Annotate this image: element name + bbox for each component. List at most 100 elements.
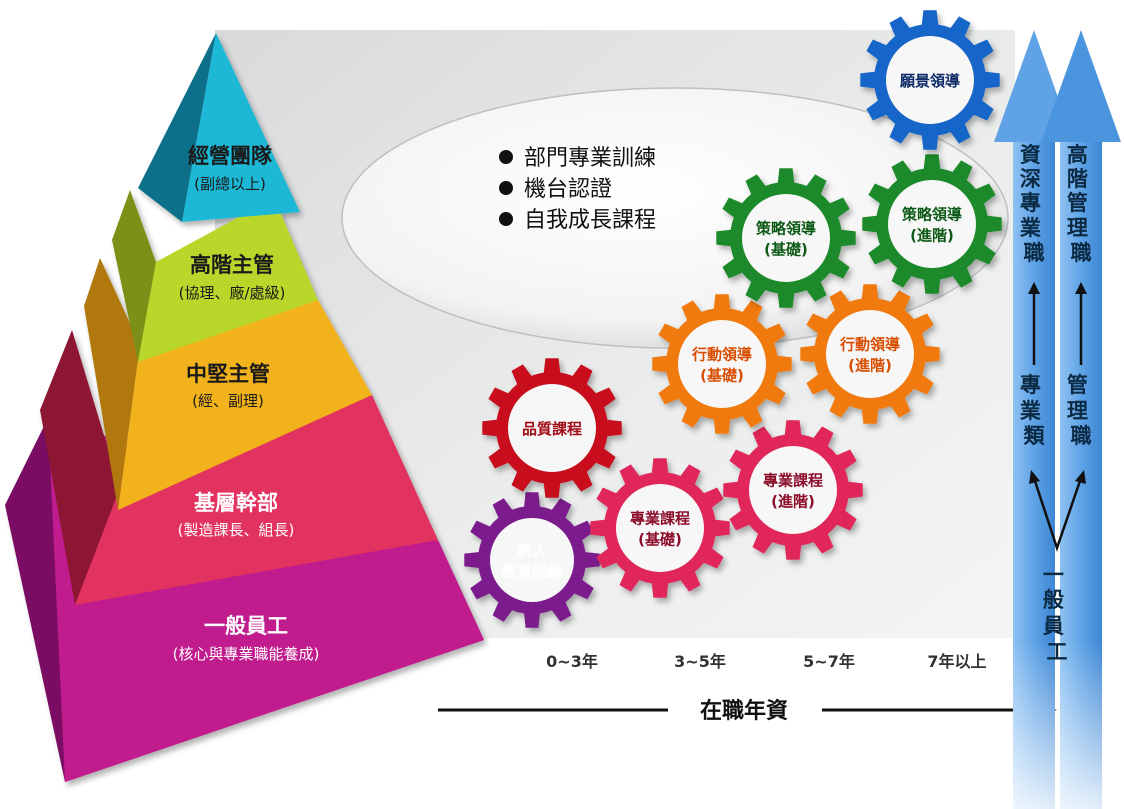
pyramid-level-3-back <box>84 258 140 510</box>
career-char: 職 <box>1024 241 1045 265</box>
career-char: 管 <box>1067 373 1088 397</box>
gear-label: 策略領導 <box>755 220 816 238</box>
pyramid-level-1-back <box>138 33 216 222</box>
gear-5: 行動領導 (基礎) <box>652 294 792 434</box>
gear-label: 願景領導 <box>900 72 960 90</box>
pyramid-label-3: 中堅主管 (經、副理) <box>186 362 270 410</box>
gear-center <box>826 310 914 398</box>
pyramid-level-5-front <box>65 540 484 782</box>
pyramid-level-3-front <box>118 300 372 510</box>
pyramid-title: 中堅主管 <box>186 362 270 386</box>
pyramid-title: 高階主管 <box>190 253 274 277</box>
pyramid-label-1: 經營團隊 (副總以上) <box>188 144 273 193</box>
axis-tick: 0~3年 <box>546 652 598 671</box>
arrowhead-branch-left <box>1029 470 1040 484</box>
bullet-item: 部門專業訓練 <box>524 146 656 171</box>
axis-tick: 3~5年 <box>674 652 726 671</box>
career-char: 管 <box>1067 191 1088 215</box>
pyramid-label-4: 基層幹部 (製造課長、組長) <box>178 491 295 539</box>
career-left-mid: 專 業 類 <box>1020 373 1048 448</box>
career-char: 職 <box>1071 424 1092 448</box>
gear-label: (進階) <box>848 357 892 375</box>
career-char: 高 <box>1067 143 1088 167</box>
pyramid-level-4-front <box>75 395 438 605</box>
gear-label: 策略領導 <box>901 206 962 224</box>
career-path: 資 深 專 業 職 專 業 類 高 階 管 理 職 管 理 職 <box>994 30 1121 809</box>
career-char: 資 <box>1020 143 1041 167</box>
pyramid-label-5: 一般員工 (核心與專業職能養成) <box>173 614 320 663</box>
gear-7: 策略領導 (基礎) <box>716 168 856 308</box>
pyramid <box>5 33 484 782</box>
pyramid-level-4-back <box>40 330 120 605</box>
career-char: 專 <box>1020 373 1041 397</box>
pyramid-level-2-back <box>112 190 156 362</box>
pyramid-level-2-front <box>138 198 318 362</box>
gear-label: 教育訓練 <box>501 563 562 581</box>
gear-center <box>749 446 837 534</box>
gear-center <box>490 518 574 602</box>
gear-label: (進階) <box>910 227 954 245</box>
career-char: 業 <box>1020 216 1042 240</box>
gear-center <box>616 484 704 572</box>
career-char: 員 <box>1042 614 1064 638</box>
bullet-item: 自我成長課程 <box>524 208 656 233</box>
arrowhead-branch-right <box>1075 470 1086 484</box>
axis-title: 在職年資 <box>700 698 788 724</box>
career-char: 類 <box>1023 424 1046 448</box>
gear-9: 願景領導 <box>860 10 1000 150</box>
gear-6: 行動領導 (進階) <box>800 284 940 424</box>
gear-label: 行動領導 <box>839 336 900 354</box>
gear-label: 品質課程 <box>522 420 582 438</box>
career-right-top: 高 階 管 理 職 <box>1067 143 1095 265</box>
career-char: 一 <box>1043 563 1064 587</box>
gear-group: 新人教育訓練專業課程(基礎)品質課程專業課程(進階)行動領導(基礎)行動領導(進… <box>464 10 1002 628</box>
career-arrow-right-head <box>1041 30 1121 142</box>
gear-center <box>742 194 830 282</box>
gear-2: 專業課程 (基礎) <box>590 458 730 598</box>
gear-label: (基礎) <box>700 367 744 385</box>
gear-center <box>678 320 766 408</box>
gear-label: 專業課程 <box>630 510 690 528</box>
career-char: 理 <box>1067 216 1088 240</box>
pyramid-title: 基層幹部 <box>194 491 278 515</box>
gear-label: (基礎) <box>764 241 808 259</box>
pyramid-subtitle: (核心與專業職能養成) <box>173 645 320 663</box>
career-char: 業 <box>1020 399 1042 423</box>
pyramid-label-2: 高階主管 (協理、廠/處級) <box>179 253 286 302</box>
career-char: 理 <box>1067 399 1088 423</box>
time-axis: 0~3年 3~5年 5~7年 7年以上 在職年資 <box>438 652 1057 724</box>
gear-label: (基礎) <box>638 531 682 549</box>
career-base: 一 般 員 工 <box>1042 563 1071 664</box>
pyramid-subtitle: (經、副理) <box>192 392 264 410</box>
pyramid-title: 一般員工 <box>204 614 288 638</box>
pyramid-subtitle: (協理、廠/處級) <box>179 284 286 302</box>
career-branch-v <box>1032 477 1083 552</box>
bullet-list: 部門專業訓練 機台認證 自我成長課程 <box>499 146 656 233</box>
career-char: 職 <box>1071 241 1092 265</box>
bullet-item: 機台認證 <box>524 177 612 202</box>
gear-label: 專業課程 <box>763 472 823 490</box>
career-right-mid: 管 理 職 <box>1067 373 1095 448</box>
gear-center <box>508 384 596 472</box>
career-char: 般 <box>1043 588 1064 612</box>
pyramid-subtitle: (副總以上) <box>194 175 266 193</box>
gear-label: 新人 <box>517 542 548 560</box>
gear-center <box>886 36 974 124</box>
career-char: 階 <box>1067 167 1088 191</box>
pyramid-title: 經營團隊 <box>188 144 273 168</box>
gear-8: 策略領導 (進階) <box>862 154 1002 294</box>
career-char: 深 <box>1020 167 1041 191</box>
gear-label: 行動領導 <box>691 346 752 364</box>
career-left-top: 資 深 專 業 職 <box>1020 143 1048 265</box>
axis-tick: 7年以上 <box>927 652 986 671</box>
arrowhead-up <box>1028 282 1040 294</box>
arrowhead-up <box>1075 282 1087 294</box>
career-char: 專 <box>1020 191 1041 215</box>
pyramid-level-1-front <box>182 33 300 222</box>
career-char: 工 <box>1047 640 1068 664</box>
gear-4: 專業課程(進階) <box>723 420 863 560</box>
gear-3: 品質課程 <box>482 358 622 498</box>
axis-tick: 5~7年 <box>803 652 855 671</box>
